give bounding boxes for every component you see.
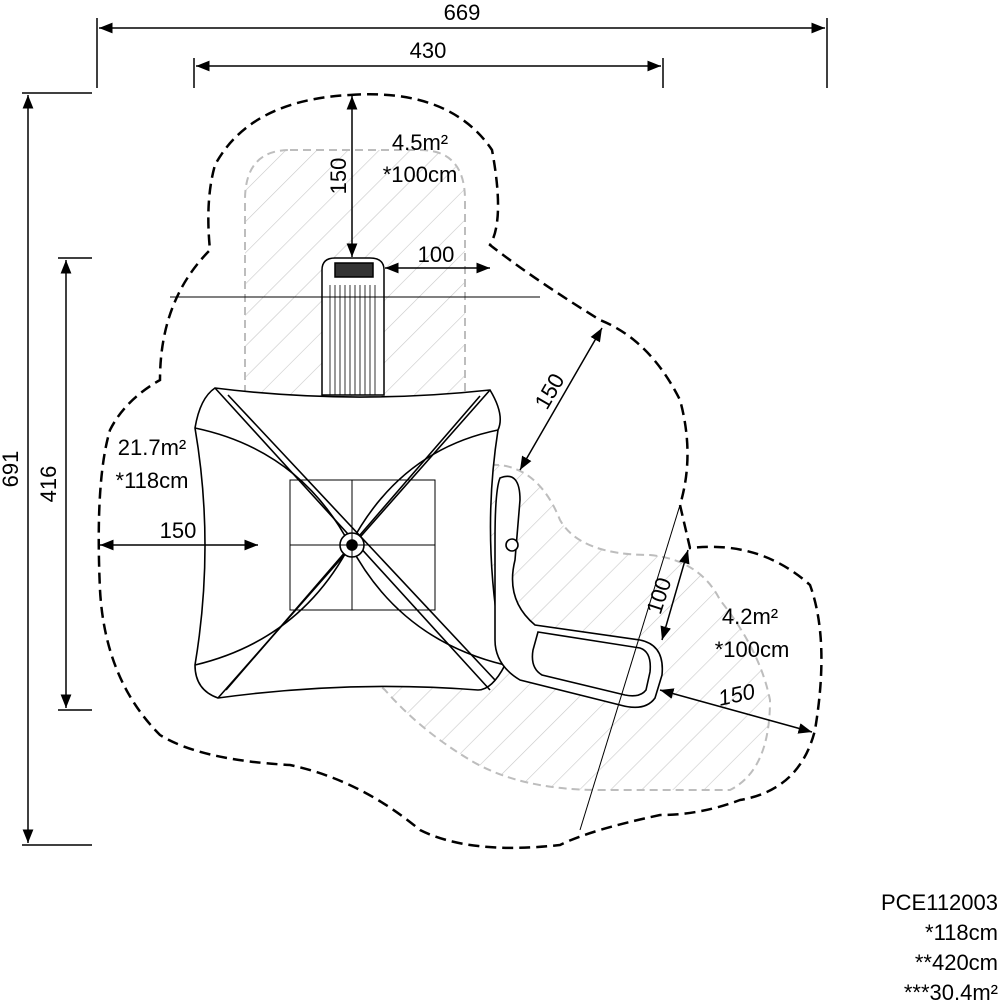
deck-frame <box>289 479 436 611</box>
area-top-fall-height: *100cm <box>383 162 458 187</box>
canopy-roof <box>194 387 506 699</box>
dim-clearance-top-side: 100 <box>418 242 455 267</box>
area-right-size: 4.2m² <box>722 604 778 629</box>
area-top-size: 4.5m² <box>392 130 448 155</box>
dim-clearance-top: 150 <box>326 158 351 195</box>
legend-total-area: ***30.4m² <box>903 980 998 1005</box>
dim-overall-width: 669 <box>444 0 481 25</box>
product-code: PCE112003 <box>880 890 998 915</box>
dim-inner-height: 416 <box>36 466 61 503</box>
dim-clearance-left: 150 <box>160 518 197 543</box>
area-left-fall-height: *118cm <box>116 468 189 493</box>
slide <box>494 475 664 709</box>
area-right-fall-height: *100cm <box>715 637 790 662</box>
climbing-tower <box>321 257 385 396</box>
legend-free-fall-height: *118cm <box>925 920 998 945</box>
legend-height: **420cm <box>914 950 998 975</box>
dim-clearance-right: 150 <box>529 369 569 413</box>
area-left-size: 21.7m² <box>118 435 186 460</box>
product-legend: PCE112003 *118cm **420cm ***30.4m² <box>881 888 998 1008</box>
dim-inner-width: 430 <box>410 38 447 63</box>
dim-overall-height: 691 <box>0 451 23 488</box>
